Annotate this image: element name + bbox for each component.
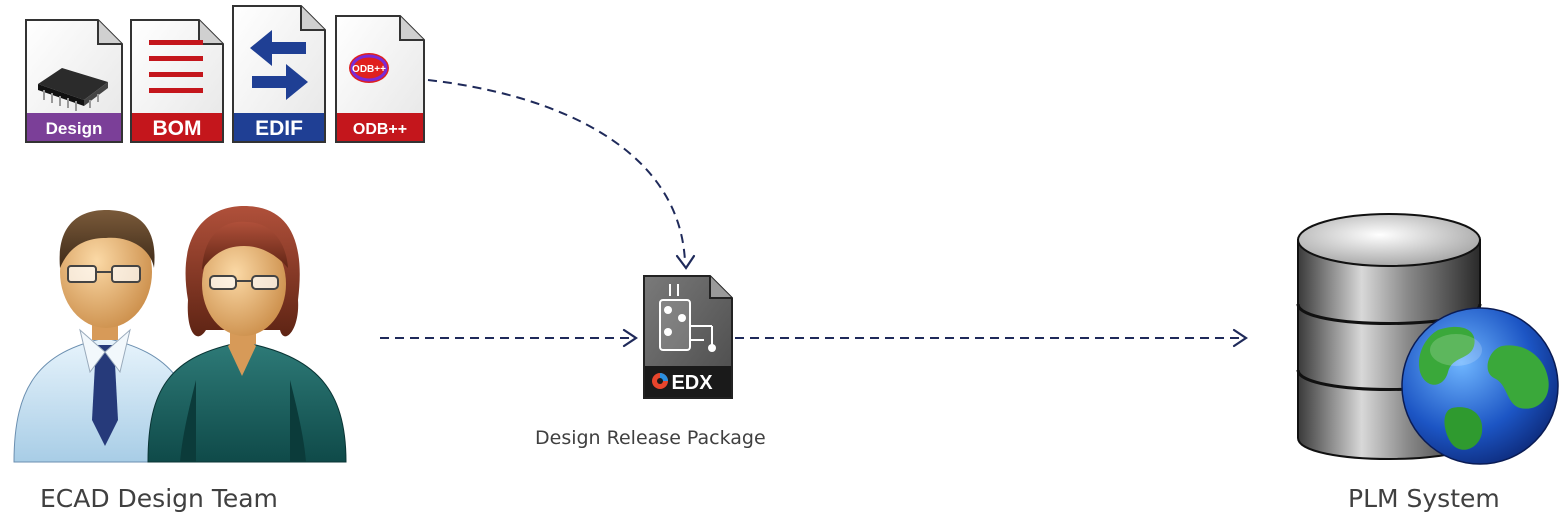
swap-arrows-icon — [250, 30, 308, 100]
arrow-files-to-package — [427, 79, 686, 263]
globe-icon — [1401, 307, 1559, 465]
chip-icon — [38, 68, 108, 111]
design-team-icon — [13, 206, 347, 463]
package-caption: Design Release Package — [535, 427, 766, 449]
plm-caption: PLM System — [1348, 484, 1500, 513]
file-label-edif: EDIF — [255, 117, 303, 140]
team-caption: ECAD Design Team — [40, 484, 278, 513]
edx-logo-icon — [652, 373, 668, 389]
file-icon-odb: ODB++ ODB++ — [335, 15, 425, 143]
file-label-design: Design — [46, 119, 103, 138]
arrow-head-team — [622, 328, 638, 348]
file-icon-bom: BOM — [130, 19, 224, 143]
file-label-bom: BOM — [153, 117, 202, 140]
file-icon-edif: EDIF — [232, 5, 326, 143]
svg-text:ODB++: ODB++ — [352, 64, 386, 75]
odb-logo: ODB++ — [349, 53, 389, 83]
edx-package-icon: EDX — [643, 275, 733, 399]
file-icon-design: Design — [25, 19, 123, 143]
file-label-odb: ODB++ — [353, 121, 407, 138]
arrow-head-files — [675, 254, 696, 270]
list-lines-icon — [149, 40, 203, 93]
arrow-head-plm — [1232, 328, 1248, 348]
woman-avatar-icon — [147, 206, 347, 463]
edx-badge: EDX — [671, 372, 713, 394]
